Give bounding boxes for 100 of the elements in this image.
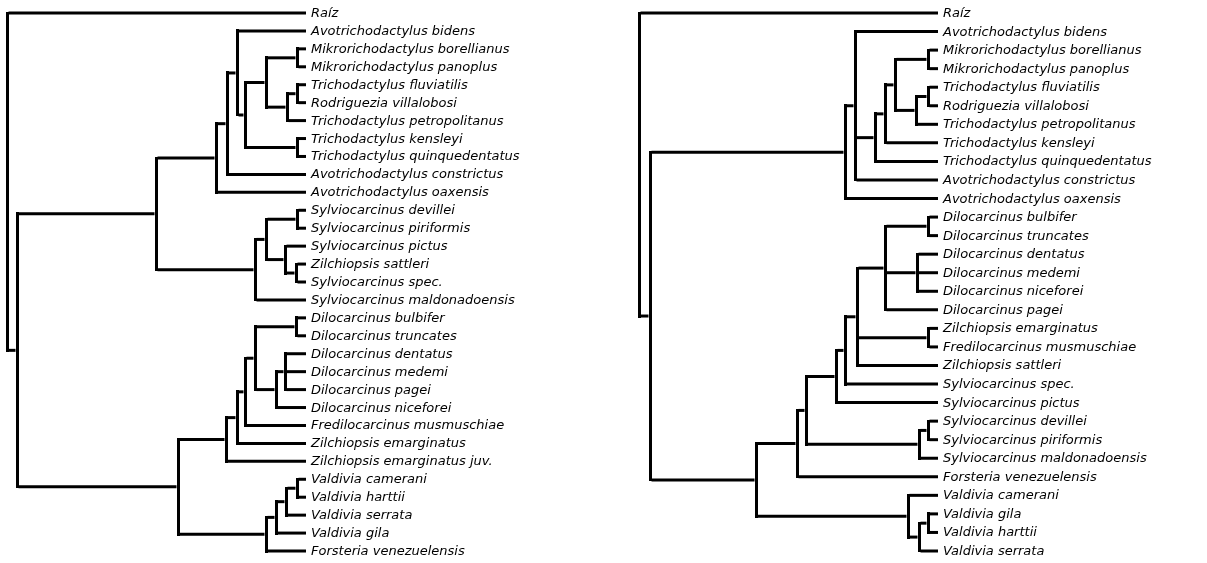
branch-line bbox=[217, 190, 306, 194]
branch-line bbox=[238, 113, 244, 117]
branch-line bbox=[886, 141, 938, 145]
taxon-name: Dilocarcinus niceforei bbox=[306, 398, 452, 417]
branch-line bbox=[886, 83, 894, 87]
branch-line bbox=[929, 215, 938, 219]
branch-line bbox=[288, 119, 306, 123]
branch-line bbox=[298, 83, 306, 87]
clade-bar bbox=[926, 419, 930, 442]
branch-line bbox=[297, 280, 306, 284]
branch-line bbox=[288, 92, 296, 96]
clade-bar bbox=[283, 244, 287, 275]
clade-bar bbox=[264, 56, 268, 109]
branch-line bbox=[246, 81, 265, 84]
clade-bar bbox=[883, 224, 887, 312]
branch-line bbox=[298, 65, 306, 69]
clade-bar bbox=[804, 375, 808, 446]
branch-line bbox=[287, 513, 306, 517]
branch-line bbox=[18, 212, 155, 216]
branch-line bbox=[886, 224, 927, 228]
branch-line bbox=[297, 334, 306, 338]
taxon-name: Zilchiopsis emarginatus juv. bbox=[306, 452, 493, 471]
taxon-name: Trichodactylus petropolitanus bbox=[938, 115, 1136, 134]
branch-line bbox=[929, 48, 938, 52]
taxon-name: Valdivia camerani bbox=[938, 486, 1059, 505]
clade-bar bbox=[294, 262, 298, 284]
clade-bar bbox=[637, 11, 641, 318]
branch-line bbox=[238, 390, 244, 394]
branch-line bbox=[929, 438, 938, 442]
clade-bar bbox=[283, 352, 287, 392]
clade-bar bbox=[243, 81, 247, 149]
clade-bar bbox=[284, 486, 288, 517]
taxon-name: Valdivia harttii bbox=[306, 488, 405, 507]
branch-line bbox=[256, 298, 306, 302]
branch-line bbox=[277, 500, 285, 504]
branch-line bbox=[846, 197, 938, 200]
taxon-name: Valdivia serrata bbox=[938, 542, 1045, 560]
taxon-name: Avotrichodactylus constrictus bbox=[306, 165, 504, 184]
taxon-name: Trichodactylus quinquedentatus bbox=[938, 152, 1152, 171]
branch-line bbox=[298, 495, 306, 499]
branch-line bbox=[157, 156, 215, 160]
taxon-name: Sylviocarcinus piriformis bbox=[938, 430, 1103, 449]
taxon-name: Valdivia harttii bbox=[938, 523, 1037, 542]
clade-bar bbox=[926, 512, 930, 534]
clade-bar bbox=[295, 47, 299, 69]
branch-line bbox=[238, 29, 306, 33]
branch-line bbox=[917, 95, 927, 98]
branch-line bbox=[179, 532, 265, 536]
taxon-name: Trichodactylus fluviatilis bbox=[306, 75, 468, 94]
clade-bar bbox=[295, 208, 299, 230]
branch-line bbox=[217, 122, 226, 126]
clade-bar bbox=[926, 326, 930, 349]
branch-line bbox=[8, 348, 16, 352]
branch-line bbox=[238, 441, 306, 445]
taxon-name: Dilocarcinus bulbifer bbox=[938, 208, 1077, 227]
taxon-name: Raíz bbox=[938, 4, 971, 22]
clade-bar bbox=[154, 156, 158, 272]
branch-line bbox=[640, 314, 649, 318]
taxon-name: Mikrorichodactylus borellianus bbox=[938, 41, 1142, 60]
clade-bar bbox=[295, 83, 299, 105]
clade-bar bbox=[224, 416, 228, 463]
taxon-name: Dilocarcinus pagei bbox=[938, 300, 1063, 319]
branch-line bbox=[228, 71, 236, 75]
clade-bar bbox=[295, 477, 299, 499]
taxon-name: Mikrorichodactylus borellianus bbox=[306, 39, 510, 58]
branch-line bbox=[846, 315, 856, 319]
taxon-name: Sylviocarcinus piriformis bbox=[306, 219, 471, 238]
clade-bar bbox=[253, 237, 257, 302]
branch-line bbox=[920, 428, 927, 432]
clade-bar bbox=[264, 217, 268, 262]
clade-bar bbox=[285, 92, 289, 123]
taxon-name: Dilocarcinus dentatus bbox=[306, 344, 453, 363]
branch-line bbox=[8, 11, 306, 15]
branch-line bbox=[277, 531, 306, 535]
branch-line bbox=[298, 47, 306, 51]
clade-bar bbox=[15, 212, 19, 489]
taxon-name: Fredilocarcinus musmuschiae bbox=[306, 416, 505, 435]
branch-line bbox=[920, 549, 938, 553]
clade-bar bbox=[274, 500, 278, 535]
branch-line bbox=[929, 234, 938, 238]
branch-line bbox=[651, 150, 844, 154]
branch-line bbox=[807, 375, 835, 378]
taxon-name: Dilocarcinus dentatus bbox=[938, 245, 1085, 264]
branch-line bbox=[267, 105, 286, 109]
branch-line bbox=[287, 486, 296, 490]
branch-line bbox=[929, 104, 938, 108]
branch-line bbox=[246, 146, 296, 149]
clade-bar bbox=[855, 266, 859, 367]
clade-bar bbox=[754, 442, 758, 518]
taxon-name: Trichodactylus fluviatilis bbox=[938, 78, 1100, 97]
branch-line bbox=[286, 370, 306, 374]
taxon-name: Mikrorichodactylus panoplus bbox=[306, 57, 498, 76]
branch-line bbox=[807, 442, 918, 446]
taxon-name: Sylviocarcinus spec. bbox=[938, 375, 1075, 394]
clade-bar bbox=[235, 390, 239, 445]
taxon-name: Sylviocarcinus spec. bbox=[306, 273, 443, 291]
branch-line bbox=[920, 521, 927, 525]
taxon-name: Zilchiopsis emarginatus bbox=[306, 434, 466, 453]
branch-line bbox=[929, 512, 938, 516]
taxon-name: Avotrichodactylus oaxensis bbox=[306, 183, 489, 202]
